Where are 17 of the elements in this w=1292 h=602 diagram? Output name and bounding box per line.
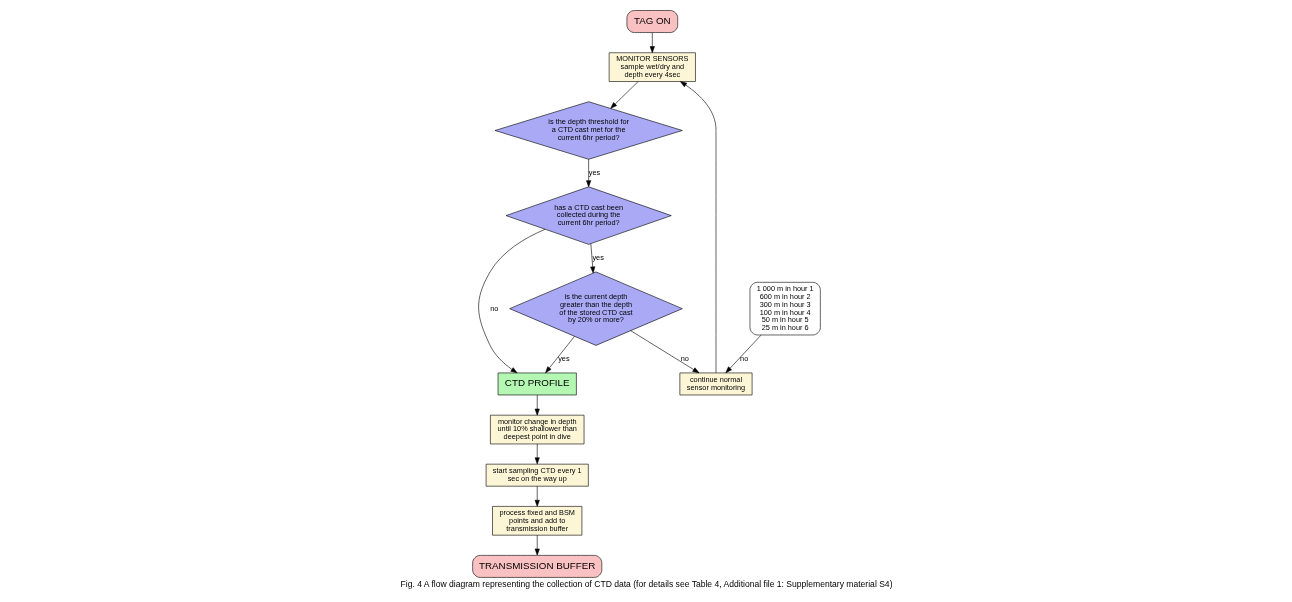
arrow: [534, 443, 540, 465]
node-box: TAG ON: [626, 10, 678, 33]
arrow: [589, 243, 595, 274]
arrow: [585, 158, 591, 188]
node-box: TRANSMISSION BUFFER: [471, 555, 602, 578]
arrow: [534, 534, 540, 556]
arrow: [544, 336, 575, 374]
arrow: [679, 81, 716, 374]
node-box: CTD PROFILE: [497, 372, 577, 396]
arrow: [609, 81, 638, 109]
arrow: [534, 486, 540, 507]
caption: Fig. 4 A flow diagram representing the collection of CTD data (for details see Table 4, Additional file 1: Supplementary material S4): [400, 578, 892, 589]
arrow: [629, 330, 699, 374]
arrow: [725, 334, 761, 374]
arrow: [477, 229, 545, 374]
arrow: [649, 32, 655, 53]
arrow: [534, 394, 540, 416]
